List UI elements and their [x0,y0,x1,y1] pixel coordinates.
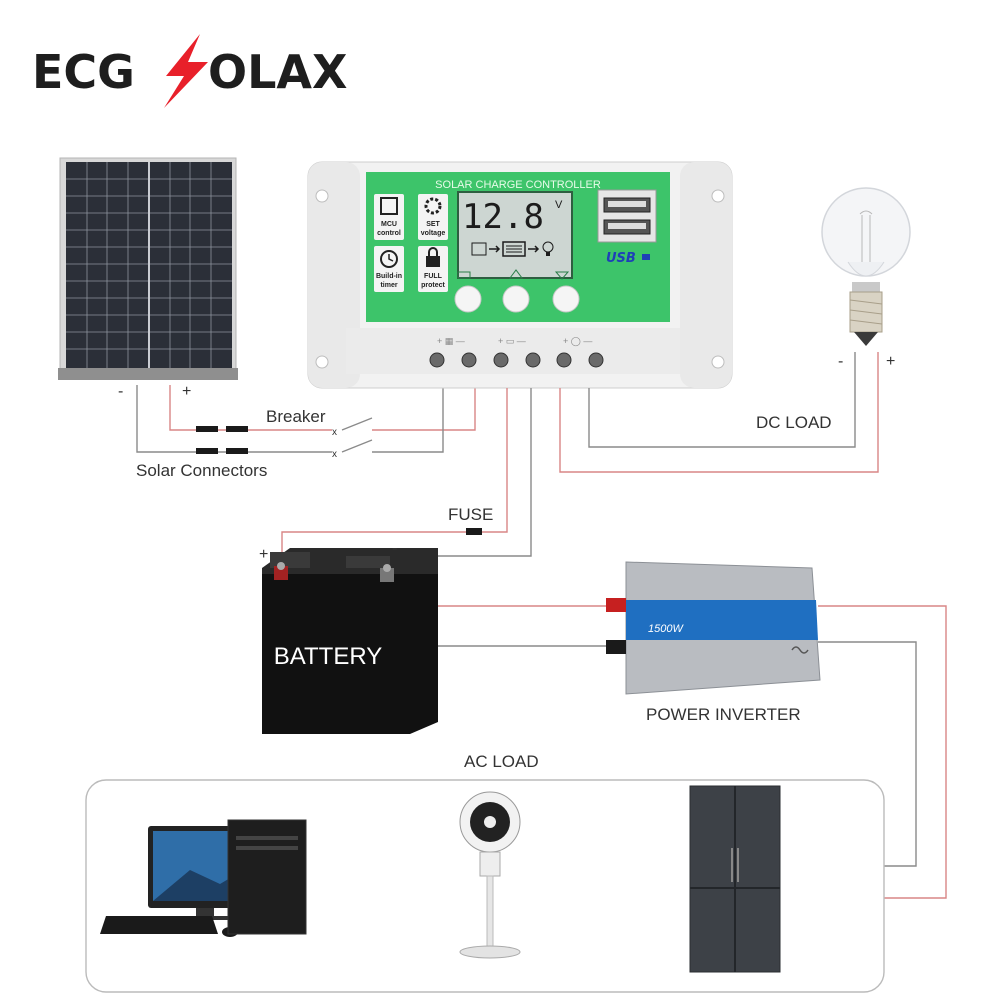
controller-terminals: + ▦ — + ▭ — + ◯ — [346,328,680,374]
svg-text:timer: timer [380,282,397,289]
terminal-battery-neg[interactable] [526,353,540,367]
bulb-minus-label: - [838,353,843,370]
fuse-label: FUSE [448,505,493,524]
dc-load-label: DC LOAD [756,413,832,432]
svg-text:Build-in: Build-in [376,273,402,280]
inverter-power-label: 1500W [648,623,684,635]
battery-plus-label: + [259,546,268,563]
panel-minus-label: - [118,383,123,400]
desktop-computer [100,820,306,937]
svg-text:+ ◯ —: + ◯ — [563,336,592,347]
logo-text-right: OLAX [208,45,347,99]
light-bulb: - + [822,188,910,370]
logo-text-left: ECG [32,45,135,99]
menu-button[interactable] [455,286,481,312]
controller-title: SOLAR CHARGE CONTROLLER [435,179,601,191]
bulb-plus-label: + [886,353,895,370]
refrigerator [690,786,780,972]
terminal-battery-pos[interactable] [494,353,508,367]
lcd-voltage-unit: V [555,199,563,211]
standing-fan [460,792,520,958]
feature-timer: Build-in timer [374,246,404,292]
battery-minus-label: - [392,540,397,557]
up-button[interactable] [503,286,529,312]
panel-plus-label: + [182,383,191,400]
terminal-load-pos[interactable] [557,353,571,367]
lcd-voltage-value: 12.8 [462,197,544,237]
usb-label: USB [606,251,636,266]
feature-mcu: MCU control [374,194,404,240]
svg-text:protect: protect [421,282,445,289]
battery-label: BATTERY [274,643,382,670]
terminal-solar-neg[interactable] [430,353,444,367]
svg-text:x: x [332,449,337,460]
battery: BATTERY + - [259,540,438,734]
solar-panel: - + [58,158,238,400]
svg-text:SET: SET [426,221,440,228]
terminal-load-neg[interactable] [589,353,603,367]
svg-text:voltage: voltage [421,230,446,237]
ac-load-label: AC LOAD [464,752,539,771]
svg-text:FULL: FULL [424,273,443,280]
svg-text:+ ▭ —: + ▭ — [498,336,526,346]
lightning-bolt-icon [164,34,208,108]
ac-load-group: AC LOAD [86,752,884,992]
feature-protect: FULL protect [418,246,448,292]
svg-text:MCU: MCU [381,221,397,228]
down-button[interactable] [553,286,579,312]
svg-text:control: control [377,230,401,237]
breaker-label: Breaker [266,407,326,426]
terminal-solar-pos[interactable] [462,353,476,367]
charge-controller: SOLAR CHARGE CONTROLLER MCU control SET … [308,162,732,388]
svg-text:+ ▦ —: + ▦ — [437,336,465,346]
lcd-display: 12.8 V [458,192,572,278]
solar-connectors-label: Solar Connectors [136,461,267,480]
usb-ports: USB [598,190,656,266]
brand-logo: ECG OLAX [32,34,347,108]
power-inverter: 1500W POWER INVERTER [606,562,820,724]
power-inverter-label: POWER INVERTER [646,705,801,724]
svg-text:x: x [332,427,337,438]
feature-set-voltage: SET voltage [418,194,448,240]
